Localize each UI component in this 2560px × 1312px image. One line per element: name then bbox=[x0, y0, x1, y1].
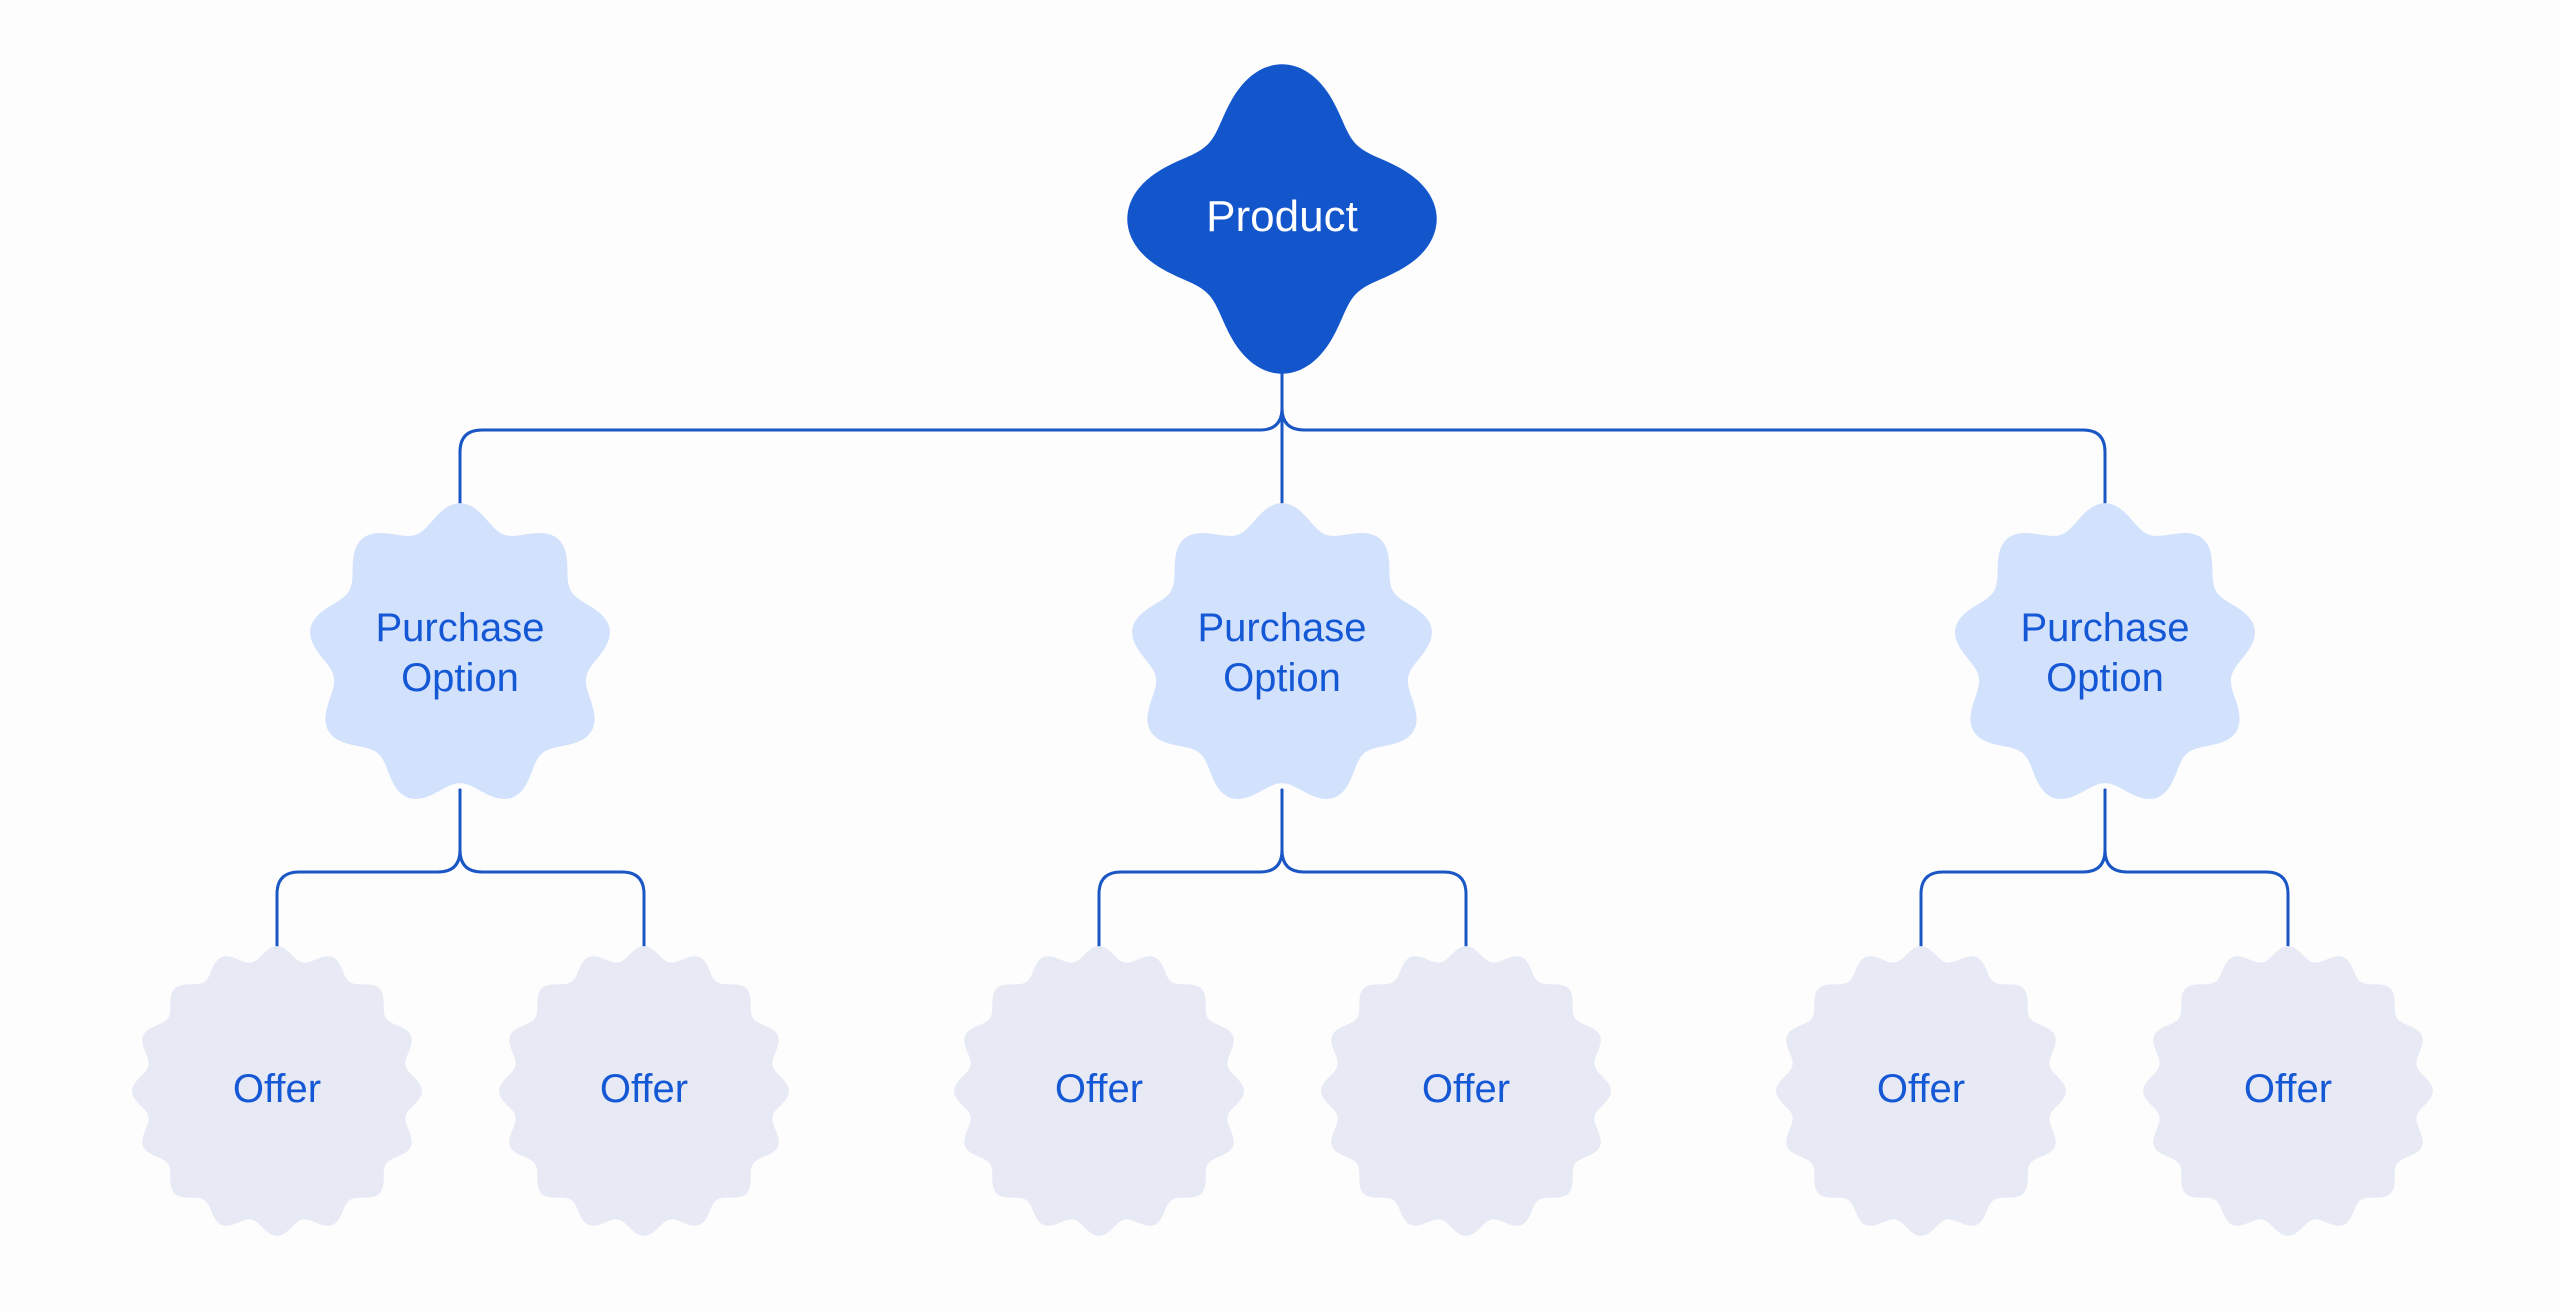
offer-label: Offer bbox=[233, 1067, 321, 1111]
purchase-option-shape bbox=[1132, 503, 1432, 800]
purchase-option-shape bbox=[310, 503, 610, 800]
offer-node[interactable]: Offer bbox=[132, 946, 422, 1236]
product-shape bbox=[1127, 64, 1437, 374]
offer-label: Offer bbox=[1422, 1067, 1510, 1111]
connector-option-1-to-offer-2 bbox=[458, 788, 646, 954]
connector-option-1-to-offer-1 bbox=[275, 788, 462, 954]
offer-shape bbox=[2143, 946, 2433, 1236]
offer-node[interactable]: Offer bbox=[954, 946, 1244, 1236]
connector-option-2-to-offer-1 bbox=[1097, 788, 1284, 954]
offer-label: Offer bbox=[1055, 1067, 1143, 1111]
connector-option-3-to-offer-1 bbox=[1919, 788, 2107, 954]
connector-option-2-to-offer-2 bbox=[1280, 788, 1468, 954]
connector-option-3-to-offer-2 bbox=[2103, 788, 2290, 954]
purchase-option-shape bbox=[1955, 503, 2255, 800]
offer-shape bbox=[1321, 946, 1611, 1236]
offer-shape bbox=[1776, 946, 2066, 1236]
offer-node[interactable]: Offer bbox=[1776, 946, 2066, 1236]
offer-node[interactable]: Offer bbox=[1321, 946, 1611, 1236]
connectors-layer bbox=[275, 346, 2290, 954]
offer-shape bbox=[954, 946, 1244, 1236]
offer-shape bbox=[499, 946, 789, 1236]
connector-product-to-option-3 bbox=[1280, 346, 2107, 522]
offer-label: Offer bbox=[1877, 1067, 1965, 1111]
connector-product-to-option-1 bbox=[458, 346, 1284, 522]
product-node[interactable]: Product bbox=[1127, 64, 1437, 374]
offer-label: Offer bbox=[600, 1067, 688, 1111]
offer-label: Offer bbox=[2244, 1067, 2332, 1111]
offer-shape bbox=[132, 946, 422, 1236]
offer-node[interactable]: Offer bbox=[2143, 946, 2433, 1236]
product-label: Product bbox=[1206, 192, 1358, 241]
offer-node[interactable]: Offer bbox=[499, 946, 789, 1236]
